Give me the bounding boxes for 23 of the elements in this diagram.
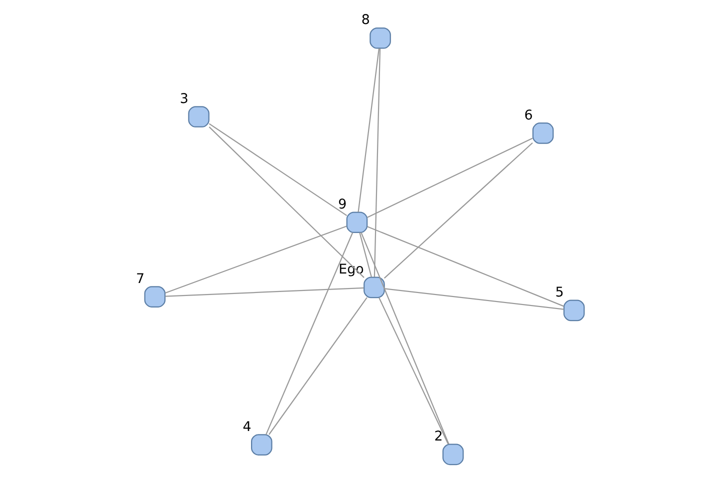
connector [359,232,372,277]
connector [268,296,368,434]
connector [265,232,354,434]
connector [367,226,564,306]
node-label: 8 [361,12,370,28]
node-label: 5 [555,285,564,300]
node-label: 7 [136,271,145,286]
connector [208,122,348,216]
connector [374,48,381,277]
connector [367,137,533,218]
connector [384,288,564,310]
connector [208,126,364,278]
node-label: 6 [524,108,533,123]
connector [358,48,380,212]
node-label: 2 [434,429,443,444]
connector [378,297,449,444]
connector [384,142,533,278]
connector [165,225,347,294]
connector [165,286,364,296]
node-label: 9 [338,197,347,212]
node-label: 4 [242,419,252,434]
node-label: 3 [180,91,188,106]
connector [360,232,450,444]
